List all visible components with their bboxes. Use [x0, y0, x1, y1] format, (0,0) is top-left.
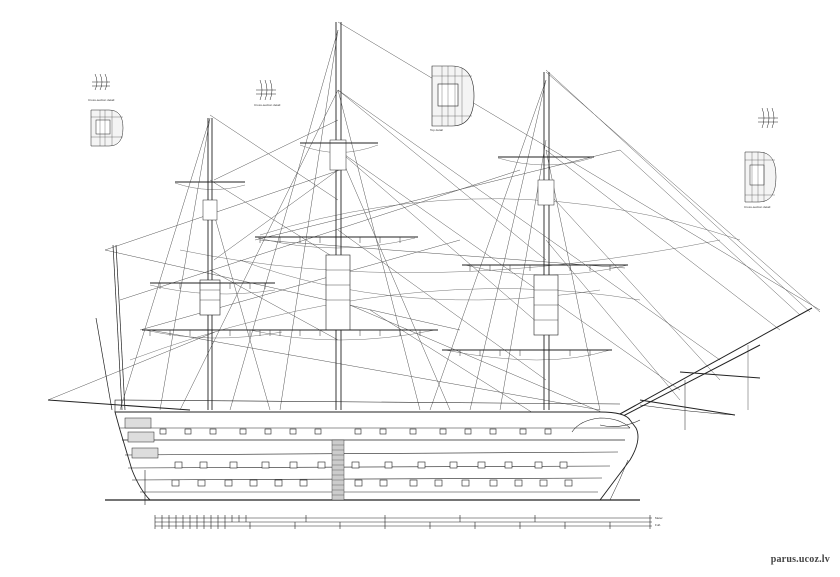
- yards: [47, 142, 628, 411]
- detail-inset-3: [431, 65, 475, 127]
- mizzen-mast: [199, 118, 221, 410]
- detail-label-4: Cross-section detail: [744, 205, 771, 209]
- bowsprit: [599, 307, 813, 430]
- fore-mast: [533, 72, 559, 410]
- rigging-stays: [47, 21, 821, 431]
- yard-ticks: [149, 237, 611, 356]
- watermark: parus.ucoz.lv: [770, 554, 830, 565]
- scale-unit-bottom: Fuß: [655, 523, 661, 527]
- hull: [105, 399, 641, 505]
- main-mast: [325, 22, 351, 410]
- sail-curves: [129, 144, 741, 361]
- scale-unit-top: Meter: [655, 516, 663, 520]
- stern-spars: [95, 244, 126, 411]
- detail-label-2: Cross-section detail: [254, 103, 281, 107]
- scale-bar: [154, 515, 652, 529]
- detail-inset-2: [256, 79, 276, 101]
- detail-inset-1: [90, 73, 124, 147]
- detail-label-3: Top detail: [430, 128, 443, 132]
- detail-inset-4: [744, 107, 778, 203]
- detail-label-1: Cross-section detail: [88, 98, 115, 102]
- gun-ports: [159, 428, 573, 487]
